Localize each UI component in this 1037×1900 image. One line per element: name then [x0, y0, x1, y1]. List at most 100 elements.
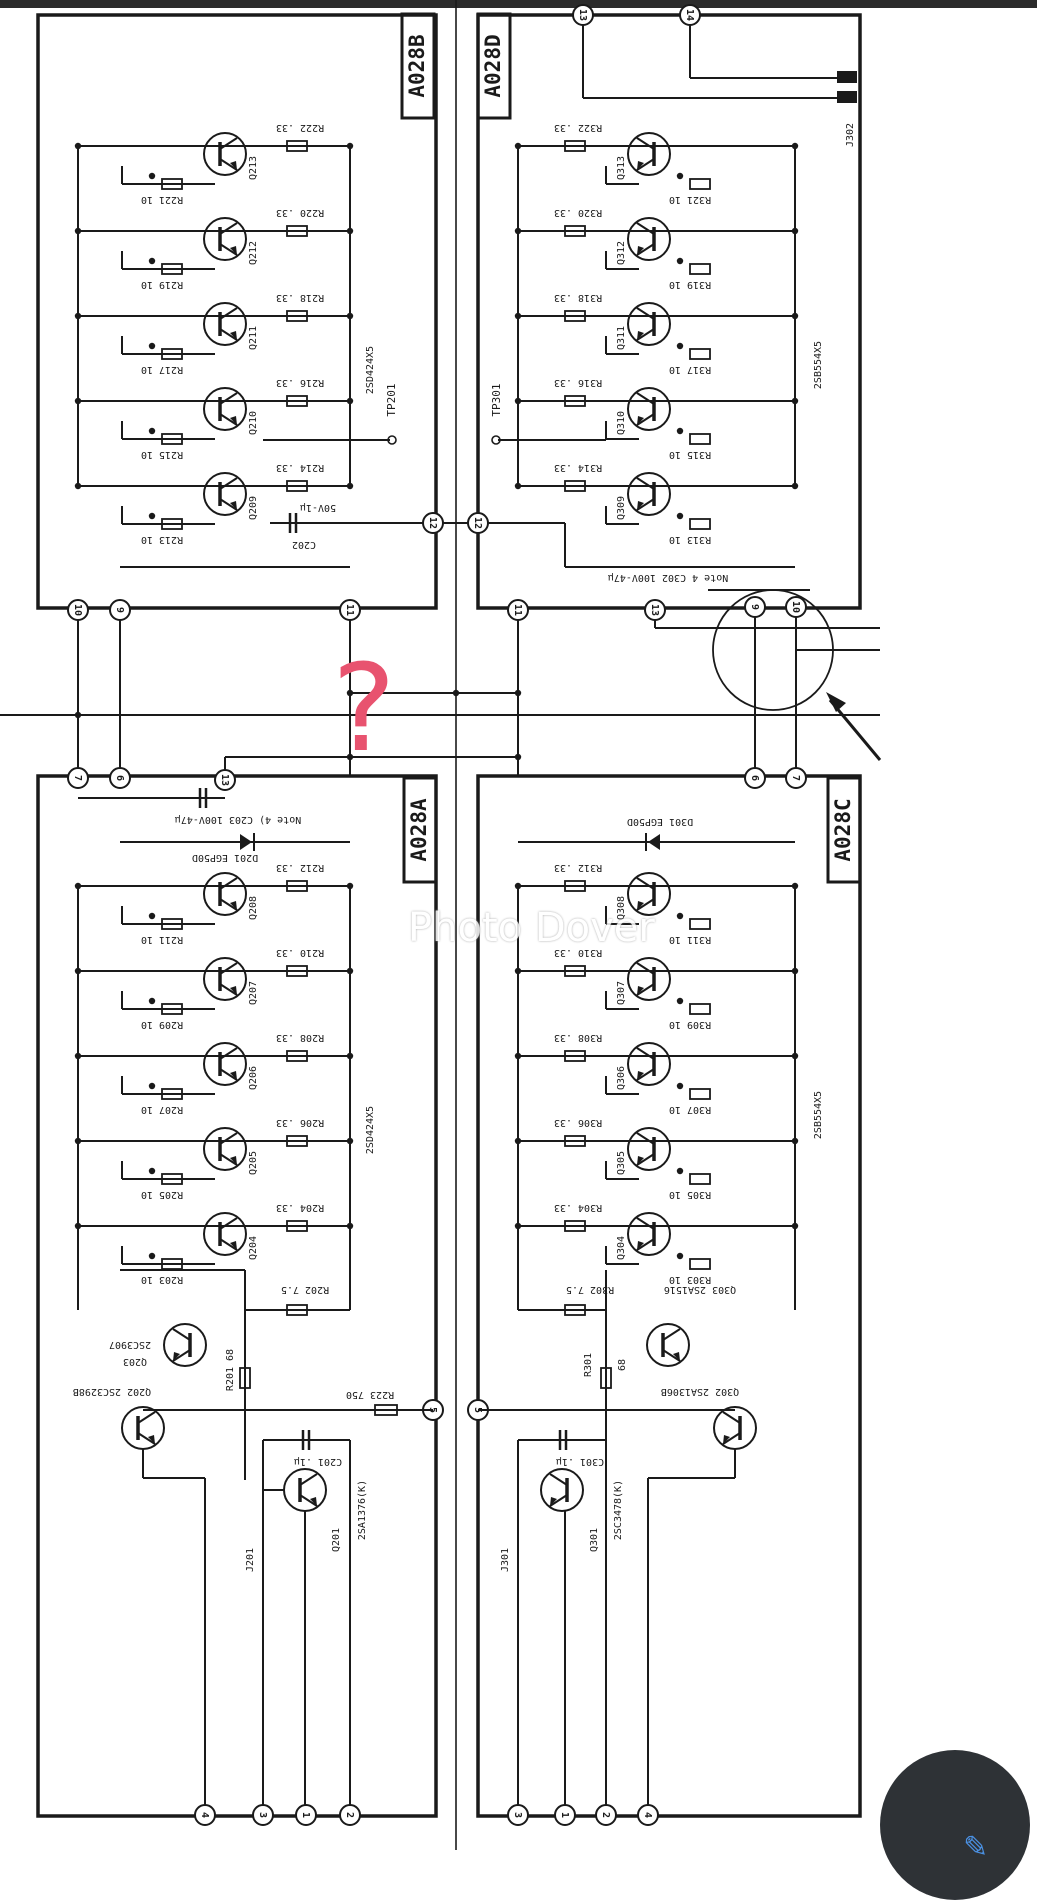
base-resistor-label: R211 10 [141, 934, 183, 945]
transistor-collector [662, 1328, 681, 1341]
node-label: 2 [600, 1812, 611, 1818]
transistor-emitter [137, 1432, 156, 1445]
transistor-collector [219, 962, 238, 975]
rail-dot [514, 967, 522, 975]
transistor-body [627, 217, 671, 261]
pin-dot [148, 1082, 156, 1090]
node-label: 10 [72, 604, 83, 616]
transistor-emitter [636, 243, 655, 256]
capacitor-label-a: Note 4) C203 100V-47µ [175, 814, 301, 825]
transistor-collector [636, 962, 655, 975]
junction-dot [346, 753, 354, 761]
pin-dot [676, 427, 684, 435]
transistor-emitter [172, 1349, 191, 1362]
transistor-label: Q313 [616, 156, 627, 180]
transistor-label: Q206 [248, 1066, 259, 1090]
transistor-arrow [148, 1435, 155, 1444]
transistor-symbol [203, 1127, 247, 1171]
base-resistor-label: R309 10 [669, 1019, 711, 1030]
rail-dot [514, 312, 522, 320]
transistor-body [627, 1212, 671, 1256]
transistor-collector [549, 1473, 568, 1486]
bank-label-c: 2SB554X5 [813, 1091, 824, 1139]
node-11 [339, 599, 361, 621]
resistor [564, 225, 586, 237]
node-7 [785, 767, 807, 789]
transistor-collector [219, 307, 238, 320]
pin-dot [676, 342, 684, 350]
base-resistor-label: R321 10 [669, 194, 711, 205]
transistor-collector [636, 137, 655, 150]
emitter-resistor-label: R206 .33 [276, 1117, 324, 1128]
rail-dot [346, 482, 354, 490]
pin-dot [148, 512, 156, 520]
transistor-arrow [230, 161, 237, 170]
resistor-label-r301: R301 [583, 1353, 594, 1377]
edit-fab-button[interactable] [880, 1750, 1030, 1900]
transistor-collector [219, 477, 238, 490]
resistor-label-r302: R302 7.5 [566, 1284, 614, 1295]
transistor-arrow [723, 1435, 730, 1444]
transistor-collector [636, 1047, 655, 1060]
resistor [286, 880, 308, 892]
jack-label-j301: J301 [500, 1548, 511, 1572]
transistor-arrow [310, 1497, 317, 1506]
resistor [286, 395, 308, 407]
magnifier-circle [712, 589, 834, 711]
board-outline-b [36, 13, 438, 610]
transistor-emitter [636, 1153, 655, 1166]
base-resistor-label: R221 10 [141, 194, 183, 205]
transistor-emitter [219, 1068, 238, 1081]
transistor-arrow [637, 1156, 644, 1165]
rail-dot [514, 482, 522, 490]
jack-pin [837, 71, 857, 83]
emitter-resistor-label: R216 .33 [276, 377, 324, 388]
transistor-collector [219, 1132, 238, 1145]
rail-dot [791, 1137, 799, 1145]
node-label: 4 [642, 1812, 653, 1818]
transistor-label: Q312 [616, 241, 627, 265]
board-label-b: A028B [405, 34, 429, 97]
transistor-arrow [637, 331, 644, 340]
transistor-symbol [627, 472, 671, 516]
transistor-body [627, 302, 671, 346]
resistor [564, 1220, 586, 1232]
transistor-body [540, 1468, 584, 1512]
transistor-arrow [230, 416, 237, 425]
transistor-label: Q209 [248, 496, 259, 520]
resistor [286, 225, 308, 237]
transistor-label: Q213 [248, 156, 259, 180]
base-resistor-label: R317 10 [669, 364, 711, 375]
resistor [161, 263, 183, 275]
transistor-label-q201: Q201 [331, 1528, 342, 1552]
pin-dot [148, 1167, 156, 1175]
base-resistor-label: R303 10 [669, 1274, 711, 1285]
transistor-label: Q308 [616, 896, 627, 920]
pin-dot [676, 1082, 684, 1090]
resistor [689, 263, 711, 275]
transistor-label-q203: Q203 [123, 1356, 147, 1367]
transistor-symbol [627, 302, 671, 346]
rail-dot [346, 312, 354, 320]
transistor-arrow [637, 986, 644, 995]
node-9 [744, 596, 766, 618]
base-resistor-label: R219 10 [141, 279, 183, 290]
pin-dot [676, 512, 684, 520]
transistor-arrow [637, 416, 644, 425]
transistor-arrow [673, 1352, 680, 1361]
transistor-symbol [713, 1406, 757, 1450]
resistor [564, 880, 586, 892]
transistor-emitter [636, 328, 655, 341]
transistor-body [203, 217, 247, 261]
transistor-arrow [230, 331, 237, 340]
emitter-resistor-label: R210 .33 [276, 947, 324, 958]
junction-dot [514, 689, 522, 697]
transistor-collector [172, 1328, 191, 1341]
transistor-collector [219, 877, 238, 890]
resistor [689, 178, 711, 190]
board-outline-c [476, 774, 862, 1818]
board-label-a-box [402, 776, 438, 884]
transistor-emitter [299, 1494, 318, 1507]
pin-dot [148, 997, 156, 1005]
transistor-symbol [203, 217, 247, 261]
